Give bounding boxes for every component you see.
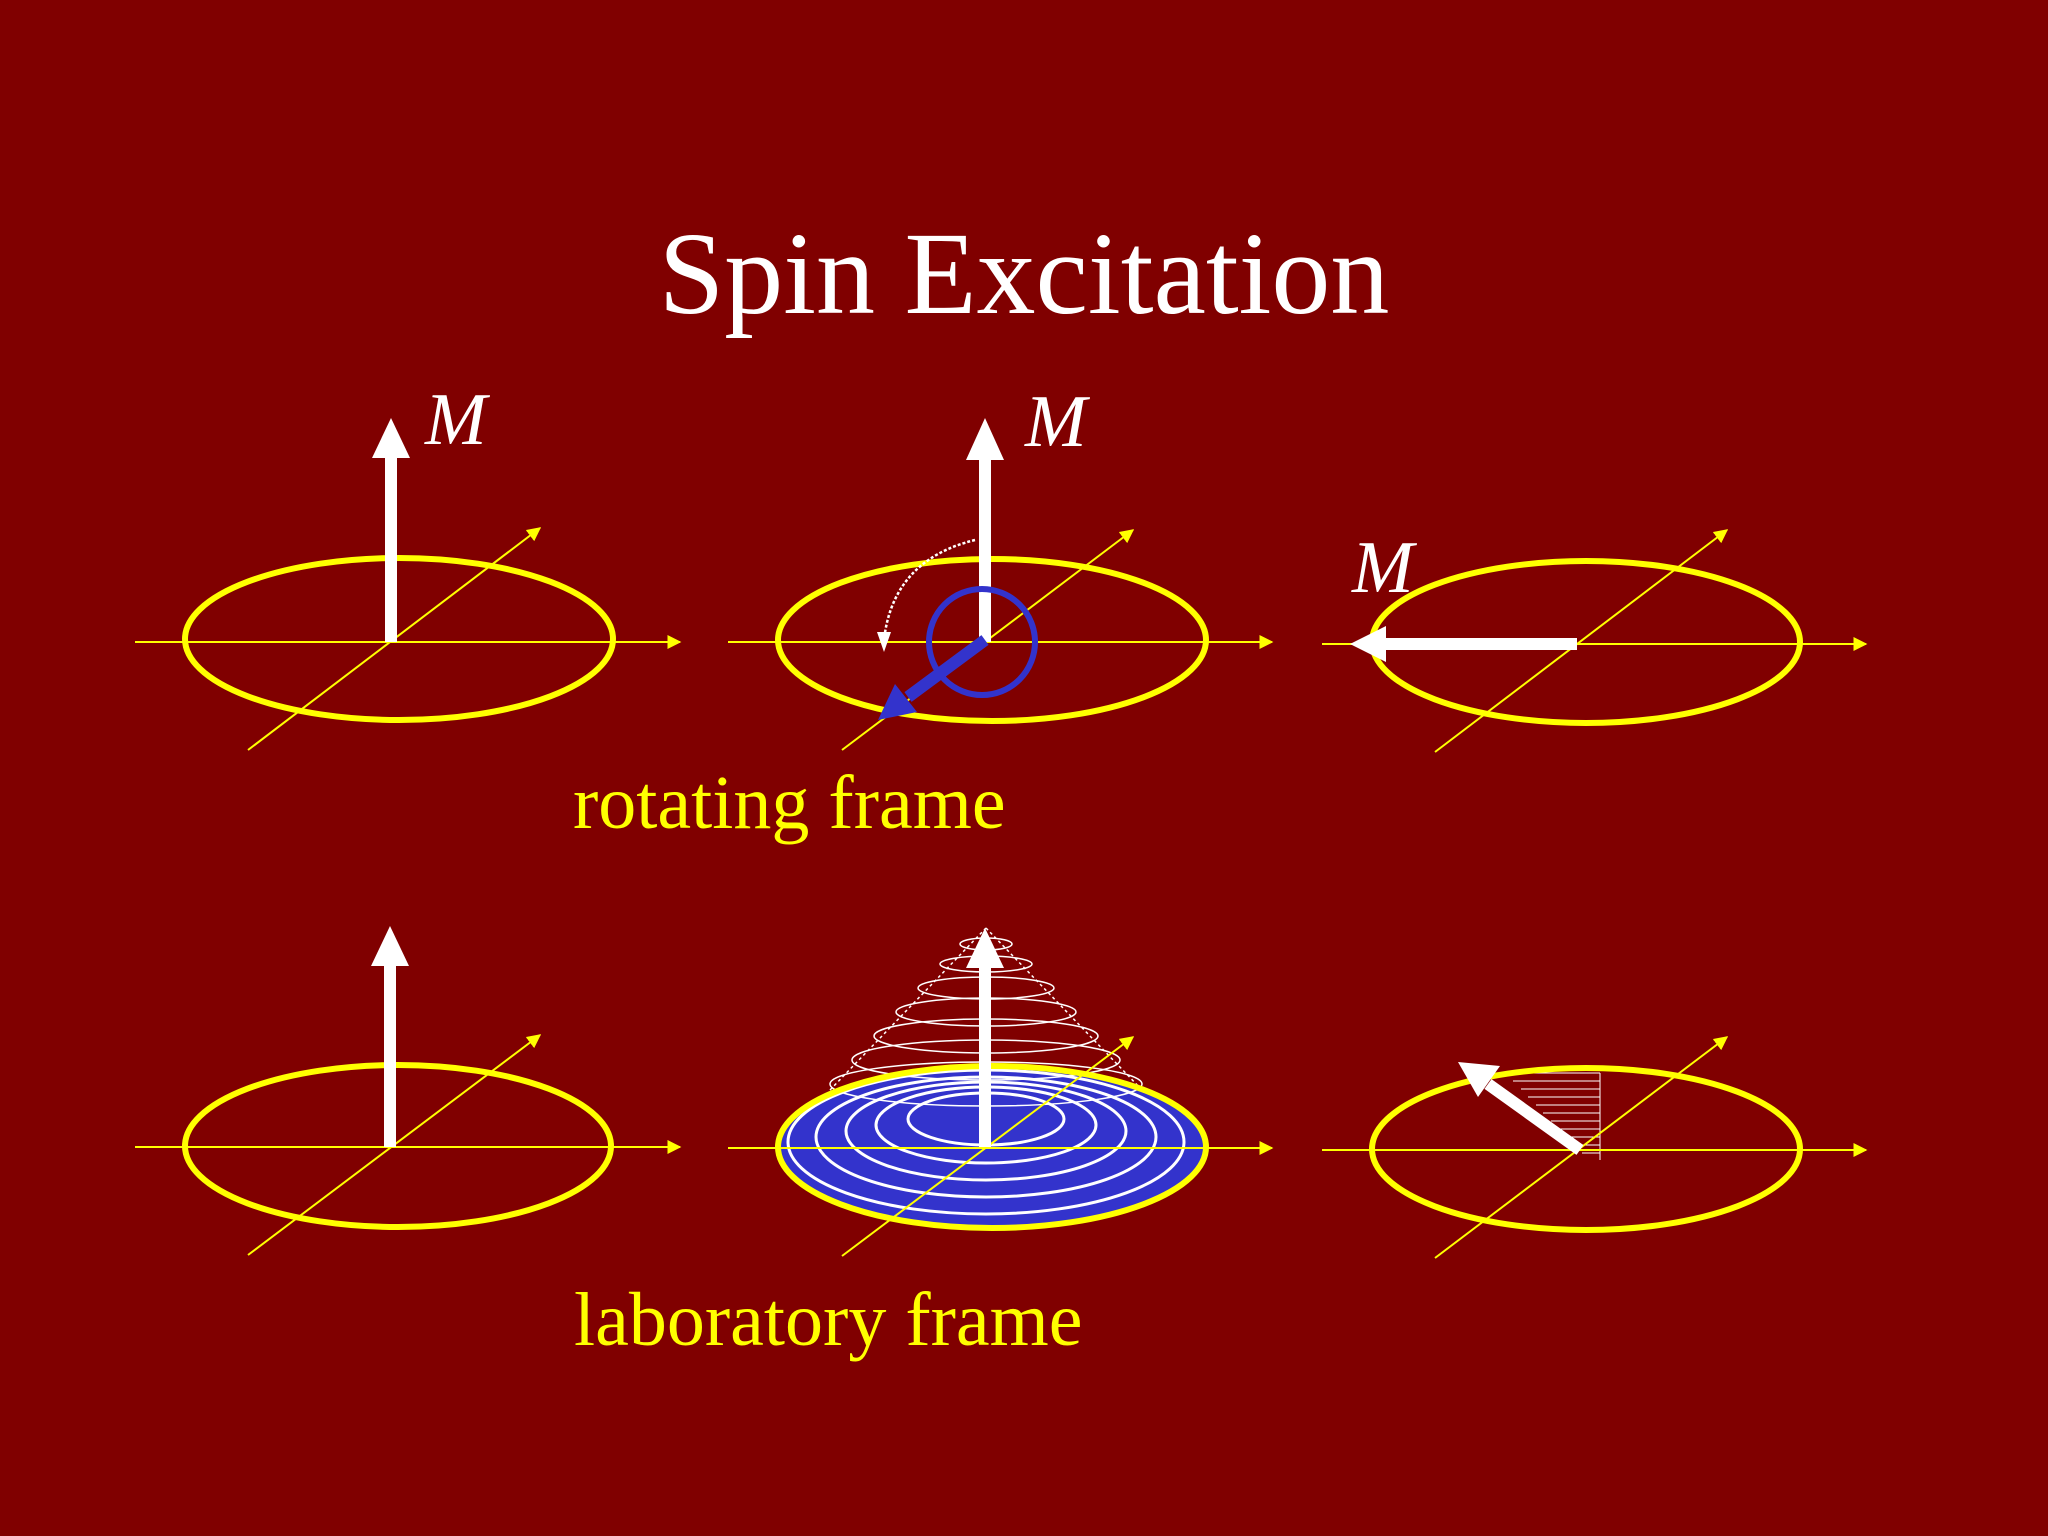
magnetization-label: M	[424, 379, 491, 461]
transverse-plane-ellipse	[775, 556, 1209, 724]
axes	[728, 529, 1274, 751]
axes	[135, 527, 682, 751]
rotation-direction-arrow	[882, 538, 976, 641]
rotating-frame-excitation: M	[728, 381, 1274, 751]
transverse-plane-ellipse	[1369, 1065, 1803, 1233]
magnetization-arrow	[371, 926, 409, 1147]
laboratory-frame-nutation	[728, 927, 1274, 1257]
rotating-frame-tipped: M	[1322, 527, 1868, 753]
magnetization-arrow	[1350, 626, 1577, 662]
magnetization-arrow	[372, 418, 410, 642]
magnetization-arrow	[966, 418, 1004, 642]
transverse-plane-ellipse	[182, 1062, 614, 1230]
magnetization-label: M	[1024, 381, 1091, 463]
magnetization-arrow	[966, 928, 1004, 1147]
magnetization-label: M	[1351, 527, 1418, 609]
magnetization-arrow	[1458, 1062, 1584, 1155]
rf-field-arrow	[878, 635, 989, 720]
laboratory-frame-caption: laboratory frame	[574, 1278, 1083, 1362]
hatch-lines	[1506, 1072, 1601, 1160]
slide-title: Spin Excitation	[659, 208, 1390, 339]
laboratory-frame-tipped	[1322, 1036, 1868, 1259]
transverse-plane-ellipse	[775, 1063, 1209, 1231]
rotating-frame-initial: M	[135, 379, 682, 751]
rf-field-circle	[926, 586, 1038, 698]
rotating-frame-caption: rotating frame	[573, 761, 1006, 845]
transverse-plane-ellipse	[182, 555, 616, 723]
laboratory-frame-initial	[135, 926, 682, 1256]
